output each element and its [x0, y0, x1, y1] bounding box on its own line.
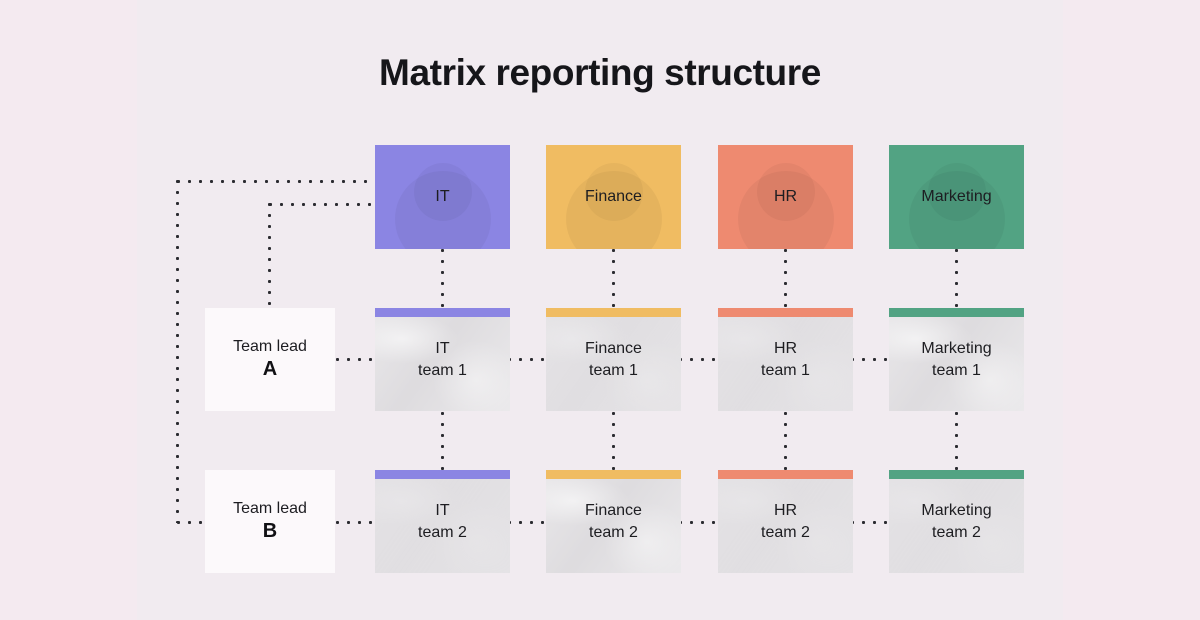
team-lead-id: B	[262, 520, 278, 543]
connector-it-header-to-team1	[441, 249, 444, 309]
person-silhouette-icon	[394, 171, 491, 249]
dept-color-bar	[375, 470, 510, 479]
connector-hr-header-to-team1	[784, 249, 787, 309]
team-box-line1: Finance	[585, 340, 642, 358]
person-head-icon	[756, 163, 815, 221]
connector-it-to-inner-rail	[269, 203, 378, 206]
connector-finance-team1-to-hr-team1	[679, 358, 719, 361]
connector-hr-team1-to-team2	[784, 412, 787, 471]
connector-it-team1-to-finance-team1	[508, 358, 548, 361]
dept-header-label: Marketing	[921, 188, 992, 205]
dept-color-bar	[375, 308, 510, 317]
marble-texture	[718, 308, 853, 411]
dept-color-bar	[718, 470, 853, 479]
connector-finance-team2-to-hr-team2	[679, 521, 719, 524]
team-box-line2: team 1	[418, 361, 467, 379]
team-box-line2: team 2	[761, 523, 810, 541]
connector-finance-team1-to-team2	[612, 412, 615, 471]
team-box-finance-team2[interactable]: Finance team 2	[546, 470, 681, 573]
team-box-line2: team 1	[589, 361, 638, 379]
person-head-icon	[584, 163, 643, 221]
team-lead-title: Team lead	[233, 337, 307, 355]
dept-color-bar	[546, 308, 681, 317]
person-head-icon	[927, 163, 986, 221]
connector-marketing-header-to-team1	[955, 249, 958, 309]
team-lead-title: Team lead	[233, 499, 307, 517]
team-lead-id: A	[262, 358, 278, 381]
marble-texture	[546, 308, 681, 411]
connector-lead-a-to-it-team1	[336, 358, 376, 361]
team-box-finance-team1[interactable]: Finance team 1	[546, 308, 681, 411]
team-box-line2: team 2	[589, 523, 638, 541]
team-box-line1: Finance	[585, 502, 642, 520]
team-box-line1: HR	[773, 502, 798, 520]
team-box-line1: IT	[435, 340, 450, 358]
connector-finance-header-to-team1	[612, 249, 615, 309]
marble-texture	[375, 308, 510, 411]
team-box-line1: Marketing	[921, 502, 992, 520]
connector-outer-rail-to-lead-b	[177, 521, 207, 524]
team-box-marketing-team2[interactable]: Marketing team 2	[889, 470, 1024, 573]
team-box-hr-team1[interactable]: HR team 1	[718, 308, 853, 411]
dept-header-hr[interactable]: HR	[718, 145, 853, 249]
dept-header-marketing[interactable]: Marketing	[889, 145, 1024, 249]
dept-header-it[interactable]: IT	[375, 145, 510, 249]
connector-outer-rail-vertical	[176, 180, 179, 523]
connector-marketing-team1-to-team2	[955, 412, 958, 471]
team-box-line2: team 1	[932, 361, 981, 379]
team-box-it-team2[interactable]: IT team 2	[375, 470, 510, 573]
marble-texture	[889, 308, 1024, 411]
connector-it-team1-to-team2	[441, 412, 444, 471]
person-silhouette-icon	[737, 171, 834, 249]
connector-it-team2-to-finance-team2	[508, 521, 548, 524]
connector-hr-team2-to-marketing-team2	[851, 521, 891, 524]
page-title: Matrix reporting structure	[379, 52, 821, 93]
team-box-line2: team 1	[761, 361, 810, 379]
team-box-line2: team 2	[932, 523, 981, 541]
marble-texture	[889, 470, 1024, 573]
team-box-line1: Marketing	[921, 340, 992, 358]
person-silhouette-icon	[565, 171, 662, 249]
dept-header-finance[interactable]: Finance	[546, 145, 681, 249]
team-box-it-team1[interactable]: IT team 1	[375, 308, 510, 411]
marble-texture	[546, 470, 681, 573]
dept-header-label: IT	[435, 188, 450, 205]
dept-header-label: Finance	[585, 188, 642, 205]
team-box-hr-team2[interactable]: HR team 2	[718, 470, 853, 573]
team-box-line1: IT	[435, 502, 450, 520]
connector-lead-b-to-it-team2	[336, 521, 376, 524]
dept-color-bar	[546, 470, 681, 479]
team-lead-b-box[interactable]: Team lead B	[205, 470, 335, 573]
person-silhouette-icon	[908, 171, 1005, 249]
team-box-line1: HR	[773, 340, 798, 358]
person-head-icon	[413, 163, 472, 221]
marble-texture	[375, 470, 510, 573]
connector-hr-team1-to-marketing-team1	[851, 358, 891, 361]
team-box-line2: team 2	[418, 523, 467, 541]
dept-color-bar	[718, 308, 853, 317]
dept-color-bar	[889, 470, 1024, 479]
marble-texture	[718, 470, 853, 573]
dept-color-bar	[889, 308, 1024, 317]
team-box-marketing-team1[interactable]: Marketing team 1	[889, 308, 1024, 411]
connector-inner-rail-vertical	[268, 203, 271, 313]
team-lead-a-box[interactable]: Team lead A	[205, 308, 335, 411]
connector-it-to-outer-rail	[177, 180, 377, 183]
dept-header-label: HR	[773, 188, 798, 205]
